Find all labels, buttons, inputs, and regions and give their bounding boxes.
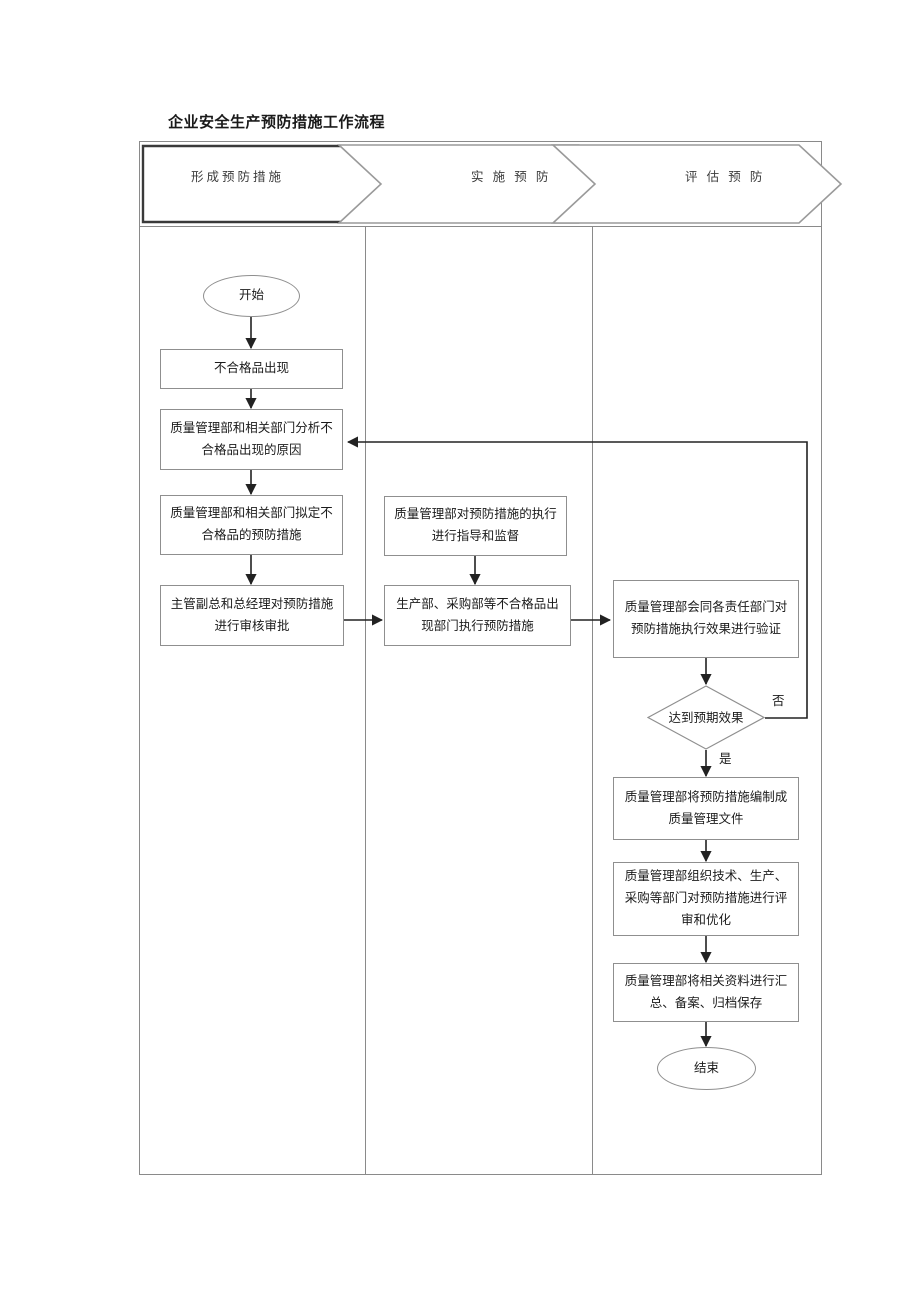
node-review-optimize-label: 质量管理部组织技术、生产、采购等部门对预防措施进行评审和优化 — [624, 869, 788, 927]
page-title: 企业安全生产预防措施工作流程 — [168, 114, 386, 131]
node-approve-measures[interactable]: 主管副总和总经理对预防措施进行审核审批 — [160, 585, 344, 646]
stage-label-2: 实 施 预 防 — [471, 170, 552, 184]
node-draft-measures[interactable]: 质量管理部和相关部门拟定不合格品的预防措施 — [160, 495, 343, 555]
column-divider-2 — [592, 227, 593, 1175]
node-start-label: 开始 — [238, 288, 264, 303]
node-decision-effect-label: 达到预期效果 — [668, 710, 744, 725]
node-review-optimize[interactable]: 质量管理部组织技术、生产、采购等部门对预防措施进行评审和优化 — [613, 862, 799, 936]
banner-bottom-rule — [139, 226, 822, 227]
node-guide-supervise[interactable]: 质量管理部对预防措施的执行进行指导和监督 — [384, 496, 567, 556]
node-nonconforming-appears-label: 不合格品出现 — [213, 361, 289, 376]
node-verify-effect-label: 质量管理部会同各责任部门对预防措施执行效果进行验证 — [624, 600, 788, 636]
node-start[interactable]: 开始 — [203, 275, 300, 317]
decision-diamond-shape — [647, 685, 765, 750]
node-archive-records-label: 质量管理部将相关资料进行汇总、备案、归档保存 — [624, 973, 788, 1010]
node-decision-effect[interactable]: 达到预期效果 — [647, 685, 765, 750]
stage-label-1: 形成预防措施 — [191, 170, 285, 184]
node-execute-measures-label: 生产部、采购部等不合格品出现部门执行预防措施 — [396, 596, 559, 633]
stage-label-3: 评 估 预 防 — [685, 170, 766, 184]
stage-banner — [141, 144, 843, 224]
node-guide-supervise-label: 质量管理部对预防措施的执行进行指导和监督 — [394, 507, 557, 543]
node-analyze-cause[interactable]: 质量管理部和相关部门分析不合格品出现的原因 — [160, 409, 343, 470]
node-analyze-cause-label: 质量管理部和相关部门分析不合格品出现的原因 — [170, 420, 333, 457]
chevron-stage-3-shape — [550, 144, 843, 224]
node-verify-effect[interactable]: 质量管理部会同各责任部门对预防措施执行效果进行验证 — [613, 580, 799, 658]
column-divider-1 — [365, 227, 366, 1175]
node-execute-measures[interactable]: 生产部、采购部等不合格品出现部门执行预防措施 — [384, 585, 571, 646]
node-end-label: 结束 — [693, 1060, 719, 1075]
node-nonconforming-appears[interactable]: 不合格品出现 — [160, 349, 343, 389]
node-approve-measures-label: 主管副总和总经理对预防措施进行审核审批 — [170, 596, 334, 633]
node-draft-measures-label: 质量管理部和相关部门拟定不合格品的预防措施 — [170, 506, 333, 542]
node-end[interactable]: 结束 — [657, 1047, 756, 1090]
node-archive-records[interactable]: 质量管理部将相关资料进行汇总、备案、归档保存 — [613, 963, 799, 1022]
node-compile-document[interactable]: 质量管理部将预防措施编制成质量管理文件 — [613, 777, 799, 840]
node-compile-document-label: 质量管理部将预防措施编制成质量管理文件 — [624, 789, 788, 826]
edge-label-no: 否 — [772, 694, 785, 708]
edge-label-yes: 是 — [719, 752, 732, 766]
